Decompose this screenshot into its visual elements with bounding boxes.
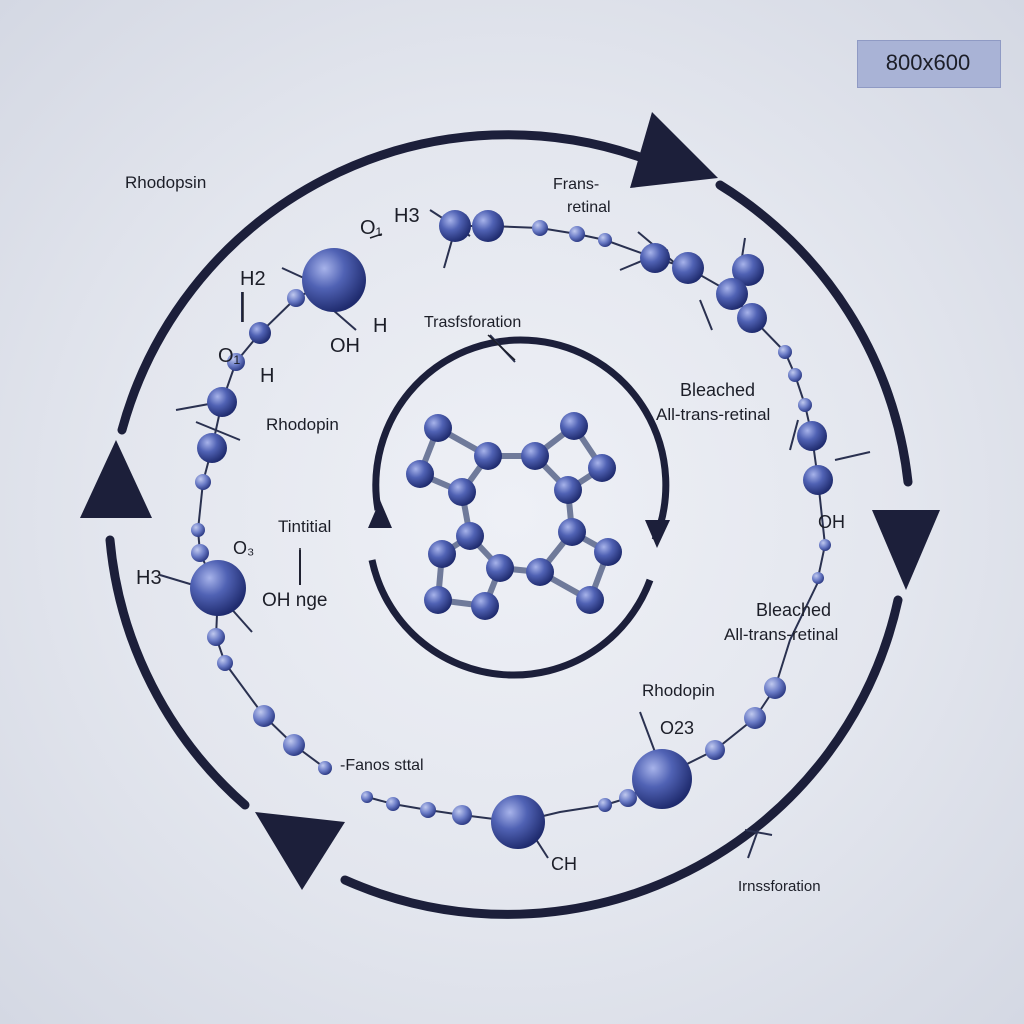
chain-atoms-small — [191, 220, 831, 825]
arrowhead-top-right — [630, 112, 718, 188]
label-retinal: retinal — [567, 199, 611, 216]
label-bleached-2: Bleached — [756, 600, 831, 620]
chain-sticks — [159, 209, 871, 859]
inner-arrowhead-left — [368, 500, 392, 528]
chain-atoms-medium — [197, 210, 833, 495]
outer-arrowheads — [80, 112, 940, 890]
molecular-chain — [159, 209, 871, 859]
inner-arc — [372, 336, 670, 542]
label-h3-top: H3 — [394, 205, 420, 227]
label-h2: H2 — [240, 268, 266, 290]
label-o3-left: O₃ — [233, 538, 254, 558]
label-fanos: -Fanos sttal — [340, 757, 424, 774]
arrowhead-bottom — [255, 812, 345, 890]
arrowhead-right — [872, 510, 940, 590]
label-oh-a: OH — [330, 335, 360, 357]
inner-cycle — [368, 336, 670, 679]
label-rhodopin-left: Rhodopin — [266, 415, 339, 434]
label-tintitial: Tintitial — [278, 517, 331, 536]
central-molecule — [406, 412, 622, 620]
label-o23: O23 — [660, 718, 694, 738]
label-transformation-top: Trasfsforation — [424, 314, 521, 331]
inner-arrowhead-right — [645, 520, 670, 548]
label-bleached-1: Bleached — [680, 380, 755, 400]
arrowhead-left — [80, 440, 152, 518]
label-frans: Frans- — [553, 176, 599, 193]
label-rhodopsin-top: Rhodopsin — [125, 173, 206, 192]
label-h-a: H — [373, 315, 387, 337]
label-h3-left: H3 — [136, 567, 162, 589]
outer-arc-right-lower — [340, 595, 903, 919]
chain-atoms-large — [190, 248, 692, 849]
outer-arc-top — [117, 130, 653, 435]
inner-arc-lower — [368, 559, 654, 679]
label-all-trans-retinal-2: All-trans-retinal — [724, 625, 838, 644]
label-o-left: O₁ — [218, 345, 241, 367]
label-oh-right: OH — [818, 512, 845, 532]
central-bonds — [417, 423, 611, 609]
outer-cycle-arrows — [105, 130, 913, 919]
outer-arc-right — [715, 180, 913, 487]
leader-lines — [242, 233, 516, 585]
label-ch: CH — [551, 854, 577, 874]
label-o-top: O₁ — [360, 217, 383, 239]
label-h-b: H — [260, 365, 274, 387]
dimension-badge-text: 800x600 — [885, 50, 971, 75]
label-oh-nge: OH nge — [262, 590, 327, 611]
diagram-labels: Rhodopsin Frans- retinal H3 O₁ H2 O₁ H O… — [125, 173, 845, 895]
central-atoms — [406, 412, 622, 620]
label-all-trans-retinal-1: All-trans-retinal — [656, 405, 770, 424]
label-rhodopin-bottom: Rhodopin — [642, 681, 715, 700]
outer-arc-left — [105, 535, 250, 810]
label-transformation-bottom: Irnssforation — [738, 878, 821, 895]
dimension-badge — [857, 40, 1001, 88]
